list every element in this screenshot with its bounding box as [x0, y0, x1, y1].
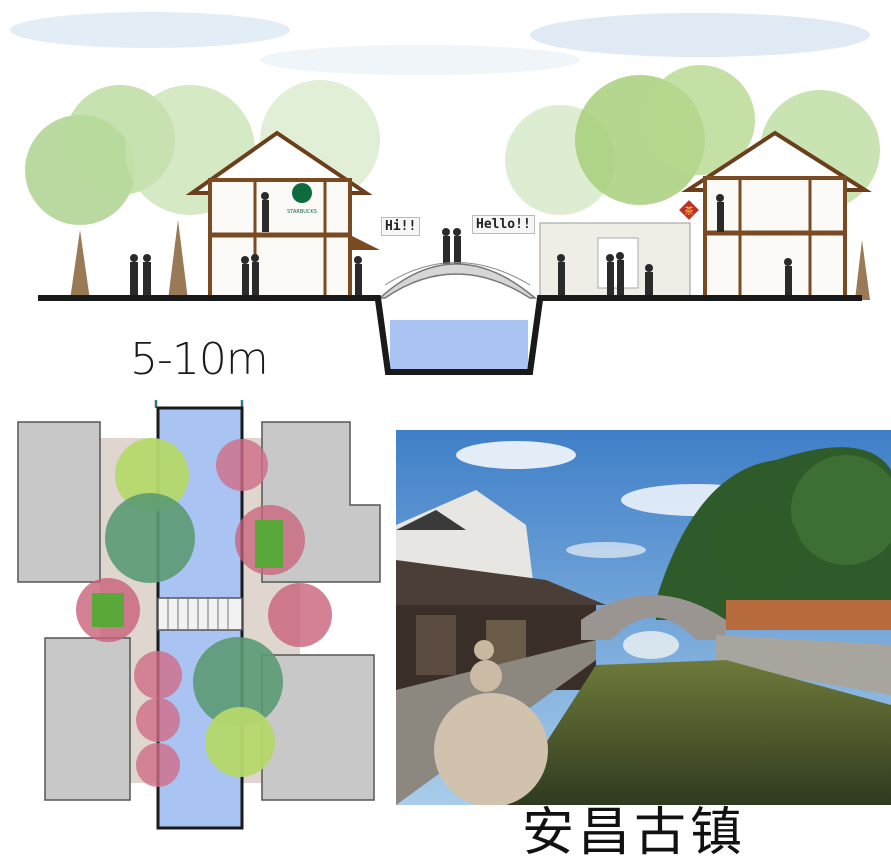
right-low-shop — [539, 222, 691, 299]
stone-post-icon — [434, 693, 548, 805]
tree-canopy-icon — [115, 438, 189, 512]
tree-canopy-icon — [136, 743, 180, 787]
canal-water-section — [390, 320, 528, 370]
photo-caption: 安昌古镇 — [522, 803, 747, 863]
tree-canopy-icon — [205, 707, 275, 777]
anchang-canal-photo — [396, 430, 891, 805]
pedestrian-figures — [130, 192, 792, 298]
speech-bubble-left: Hi!! — [381, 217, 421, 236]
tree-canopy-icon — [136, 698, 180, 742]
planter-icon — [92, 593, 124, 627]
bridge-deck-lines — [167, 598, 229, 630]
left-shop-sign: STARBUCKS — [287, 209, 317, 215]
tree-canopy-icon — [134, 651, 182, 699]
stone-post-icon — [474, 640, 494, 660]
plan-building — [17, 421, 101, 583]
canal-plan-view — [17, 400, 381, 830]
width-dimension-line — [154, 400, 244, 408]
sky-cloud — [260, 45, 580, 75]
tree-canopy-icon — [216, 439, 268, 491]
canal-walls — [375, 299, 543, 375]
tree-canopy-icon — [105, 493, 195, 583]
street-section-elevation: STARBUCKS 茶 — [0, 0, 891, 375]
plan-building — [44, 637, 131, 801]
canal-water-photo — [506, 660, 891, 805]
right-timber-house: 茶 — [679, 130, 872, 300]
stone-post-icon — [470, 660, 502, 692]
sky-cloud — [10, 12, 290, 48]
sky-cloud — [530, 13, 870, 57]
starbucks-logo-icon — [292, 183, 312, 203]
bridge-plan — [157, 597, 243, 631]
tree-canopy-icon — [268, 583, 332, 647]
planter-icon — [255, 520, 283, 568]
speech-bubble-right: Hello!! — [472, 215, 535, 234]
right-shop-sign: 茶 — [684, 205, 693, 217]
canal-width-label: 5-10m — [130, 334, 269, 385]
arched-stone-bridge — [378, 262, 538, 299]
stone-arch-bridge — [581, 595, 726, 640]
left-timber-house: STARBUCKS — [185, 130, 380, 300]
tree-canopy-icon — [193, 637, 283, 727]
